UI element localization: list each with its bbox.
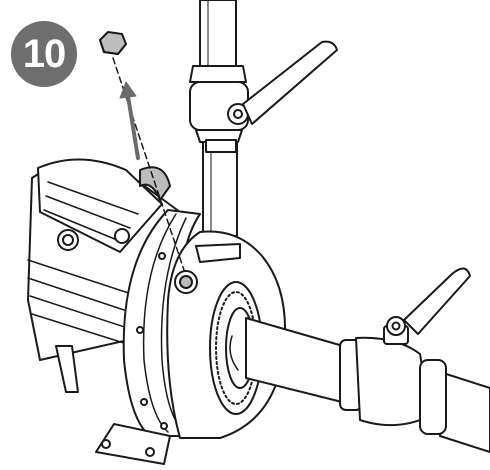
- lower-valve-handle: [403, 267, 471, 335]
- lower-valve: [339, 267, 471, 435]
- guide-line: [112, 57, 185, 271]
- upper-valve: [189, 40, 338, 153]
- base-foot: [95, 423, 171, 465]
- removal-arrow-icon: [119, 81, 140, 160]
- step-badge: 10: [11, 21, 77, 87]
- upper-valve-handle: [242, 40, 338, 125]
- upper-pipe: [199, 0, 238, 237]
- step-number: 10: [22, 32, 66, 76]
- plug-cap: [99, 31, 127, 55]
- pump-housing: [122, 209, 287, 439]
